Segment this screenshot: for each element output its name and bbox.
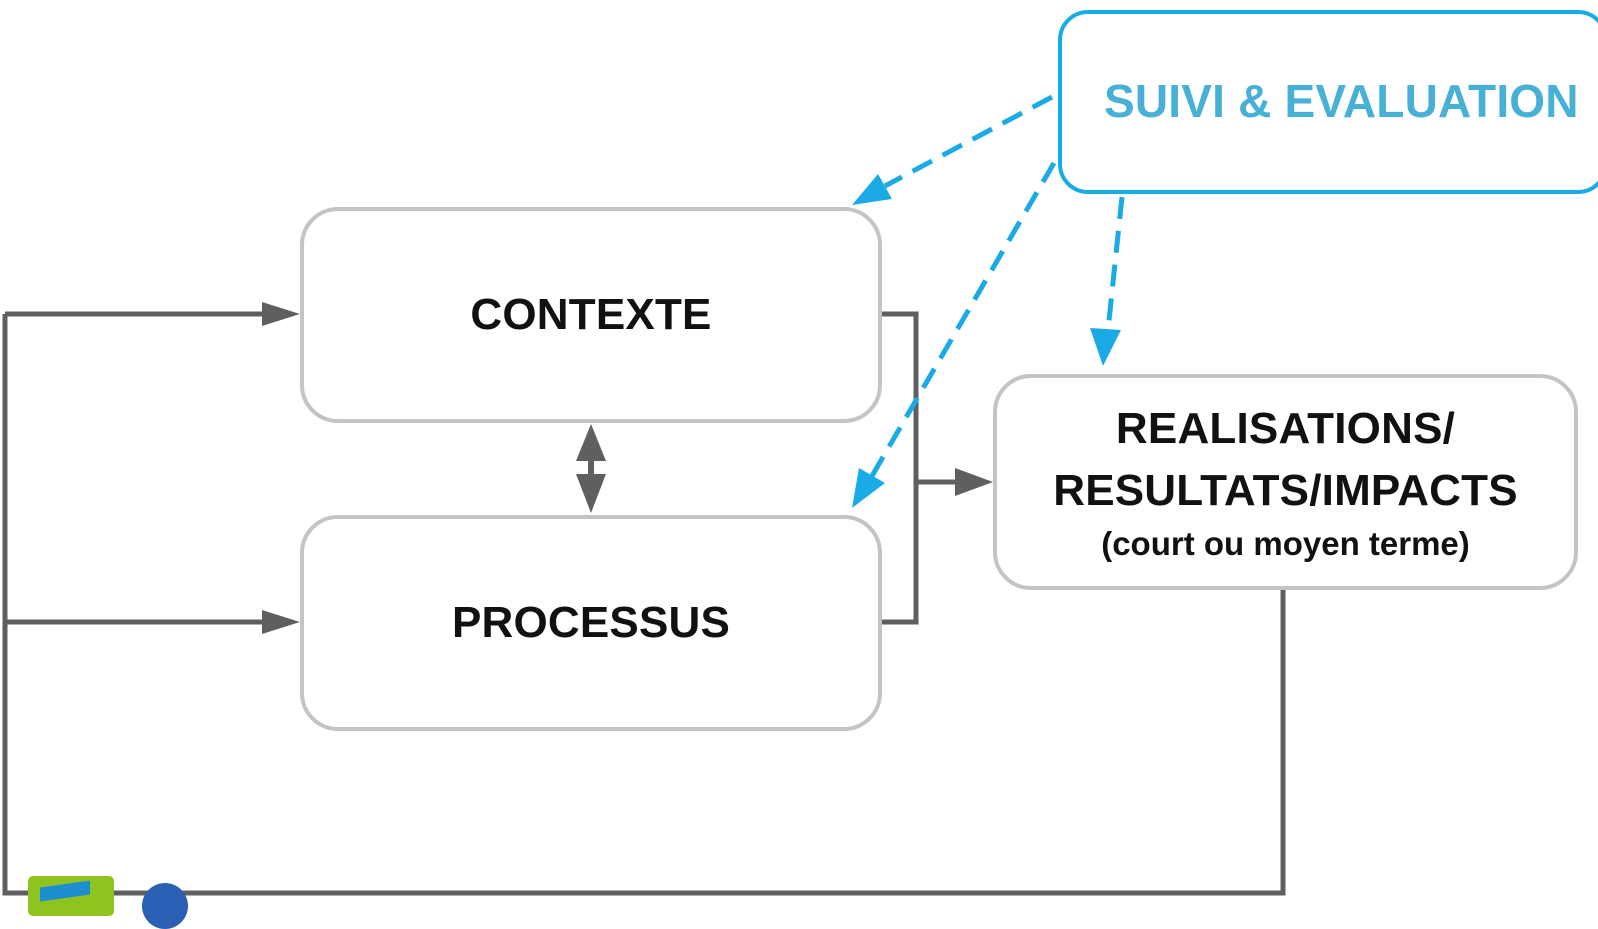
feedback-loop-line xyxy=(2,314,1286,896)
monitoring-arrowhead-realisations xyxy=(1090,328,1121,366)
suivi-evaluation-label: SUIVI & EVALUATION xyxy=(1104,75,1579,127)
arrowhead-up xyxy=(576,424,606,461)
processus-box: PROCESSUS xyxy=(300,515,882,731)
arrowhead-to-processus xyxy=(262,610,300,634)
contexte-label: CONTEXTE xyxy=(470,290,712,339)
blue-logo xyxy=(142,883,188,929)
monitoring-arrow-contexte xyxy=(883,94,1054,189)
realisations-subtitle: (court ou moyen terme) xyxy=(1101,525,1470,562)
monitoring-arrowhead-contexte xyxy=(852,174,892,205)
contexte-box: CONTEXTE xyxy=(300,207,882,423)
monitoring-arrowhead-processus xyxy=(852,468,885,508)
monitoring-arrow-processus xyxy=(869,161,1057,478)
monitoring-arrow-realisations xyxy=(1105,196,1125,331)
realisations-line1: REALISATIONS/ xyxy=(1115,404,1456,453)
arrowhead-down xyxy=(576,474,606,513)
realisations-box: REALISATIONS/ RESULTATS/IMPACTS (court o… xyxy=(993,374,1578,590)
arrowhead-to-realisations xyxy=(955,468,993,496)
suivi-evaluation-box: SUIVI & EVALUATION xyxy=(1058,10,1598,194)
arrowhead-to-contexte xyxy=(262,302,300,326)
bracket-connector xyxy=(882,311,919,625)
realisations-line2: RESULTATS/IMPACTS xyxy=(1053,466,1518,515)
processus-label: PROCESSUS xyxy=(451,598,731,647)
